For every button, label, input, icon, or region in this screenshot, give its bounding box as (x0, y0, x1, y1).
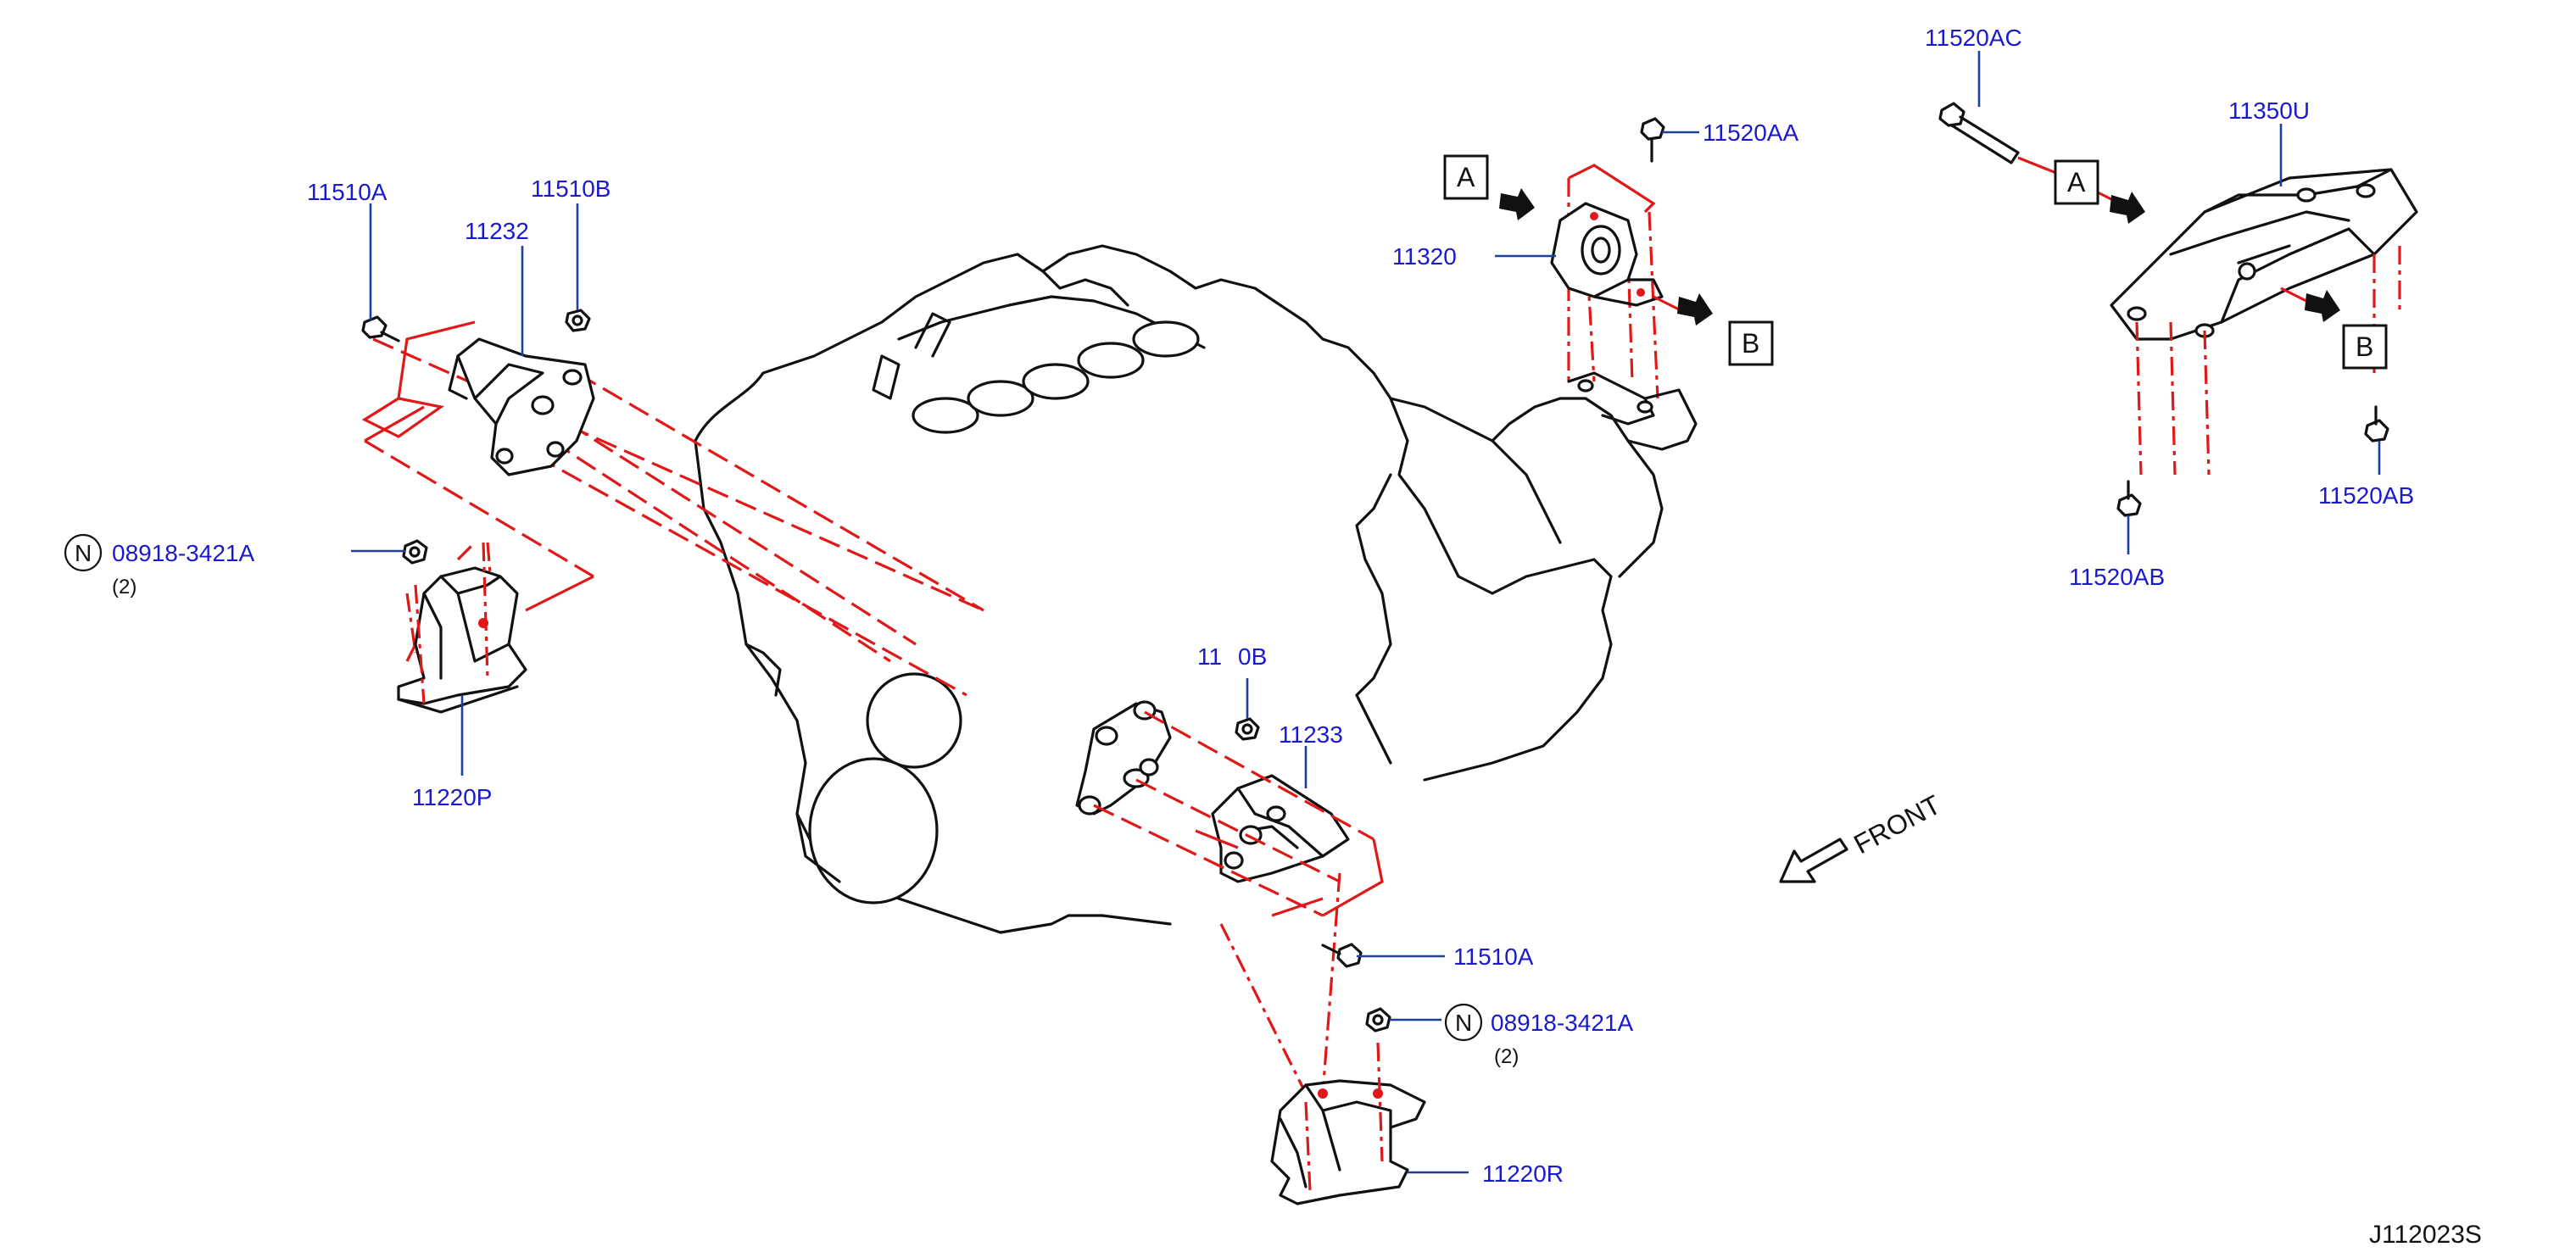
callout-11510B-mid: 11 0B (1197, 643, 1267, 670)
callout-11350U: 11350U (2228, 97, 2310, 124)
view-ref-B-2-label: B (2356, 331, 2373, 362)
view-ref-A-1-label: A (1457, 162, 1475, 192)
callout-11520AB-right: 11520AB (2318, 482, 2414, 509)
callout-11520AB-left: 11520AB (2069, 564, 2165, 590)
front-arrow-icon (1779, 838, 1848, 883)
nut-08918-right (1365, 1007, 1391, 1033)
callout-08918-left: 08918-3421A (112, 540, 254, 566)
callout-11520AA: 11520AA (1703, 120, 1798, 146)
engine-block (694, 244, 1664, 934)
bolt-11520AC (1938, 102, 2070, 180)
view-ref-B-1-label: B (1742, 328, 1759, 359)
n-symbol-left: N (64, 533, 103, 572)
callout-11510A-top: 11510A (307, 179, 388, 205)
view-ref-B-2: B (2342, 324, 2388, 370)
nut-11510B-mid (1235, 717, 1260, 741)
callout-11232: 11232 (465, 218, 529, 244)
bolt-11510A-mid (1321, 943, 1363, 968)
bolt-11520AB-right (2364, 405, 2389, 443)
diagram-code: J112023S (2369, 1221, 2482, 1249)
arrow-B-2 (2280, 287, 2340, 322)
bracket-11232 (448, 337, 595, 476)
bolt-11520AB-left (2116, 480, 2142, 517)
n-symbol-right: N (1444, 1003, 1483, 1042)
view-ref-A-2: A (2054, 159, 2099, 205)
arrow-A-1 (1499, 188, 1535, 220)
callout-08918-right: 08918-3421A (1491, 1010, 1633, 1036)
callout-11233: 11233 (1279, 721, 1343, 748)
centerlines-center (1093, 710, 1384, 1094)
leader-lines (351, 51, 2381, 1174)
quantity-left: (2) (112, 576, 137, 598)
view-ref-B-1: B (1728, 320, 1774, 366)
view-ref-A-2-label: A (2067, 167, 2086, 198)
callout-11220P: 11220P (412, 784, 492, 810)
bracket-front-engine (1075, 700, 1172, 815)
arrow-B-1 (1653, 293, 1713, 326)
callout-11510B-top: 11510B (531, 175, 611, 202)
insulator-11320 (1550, 164, 1698, 451)
n-symbol-right-label: N (1455, 1010, 1472, 1036)
mount-11220P (397, 542, 527, 714)
nut-08918-left (402, 539, 428, 565)
callout-11520AC: 11520AC (1925, 25, 2022, 51)
nut-11510B-top (565, 309, 591, 332)
bolt-11510A-top (361, 315, 400, 342)
callout-11320: 11320 (1392, 243, 1457, 270)
mount-11220R (1270, 1042, 1426, 1205)
callout-11220R: 11220R (1482, 1161, 1564, 1187)
view-ref-A-1: A (1443, 154, 1489, 200)
bracket-11233 (1211, 774, 1350, 883)
n-symbol-left-label: N (75, 540, 92, 566)
front-label: FRONT (1848, 789, 1945, 860)
callout-11510A-mid: 11510A (1453, 944, 1534, 970)
bracket-11350U (2110, 168, 2418, 476)
bolt-11520AA (1640, 117, 1665, 163)
quantity-right: (2) (1494, 1045, 1519, 1068)
